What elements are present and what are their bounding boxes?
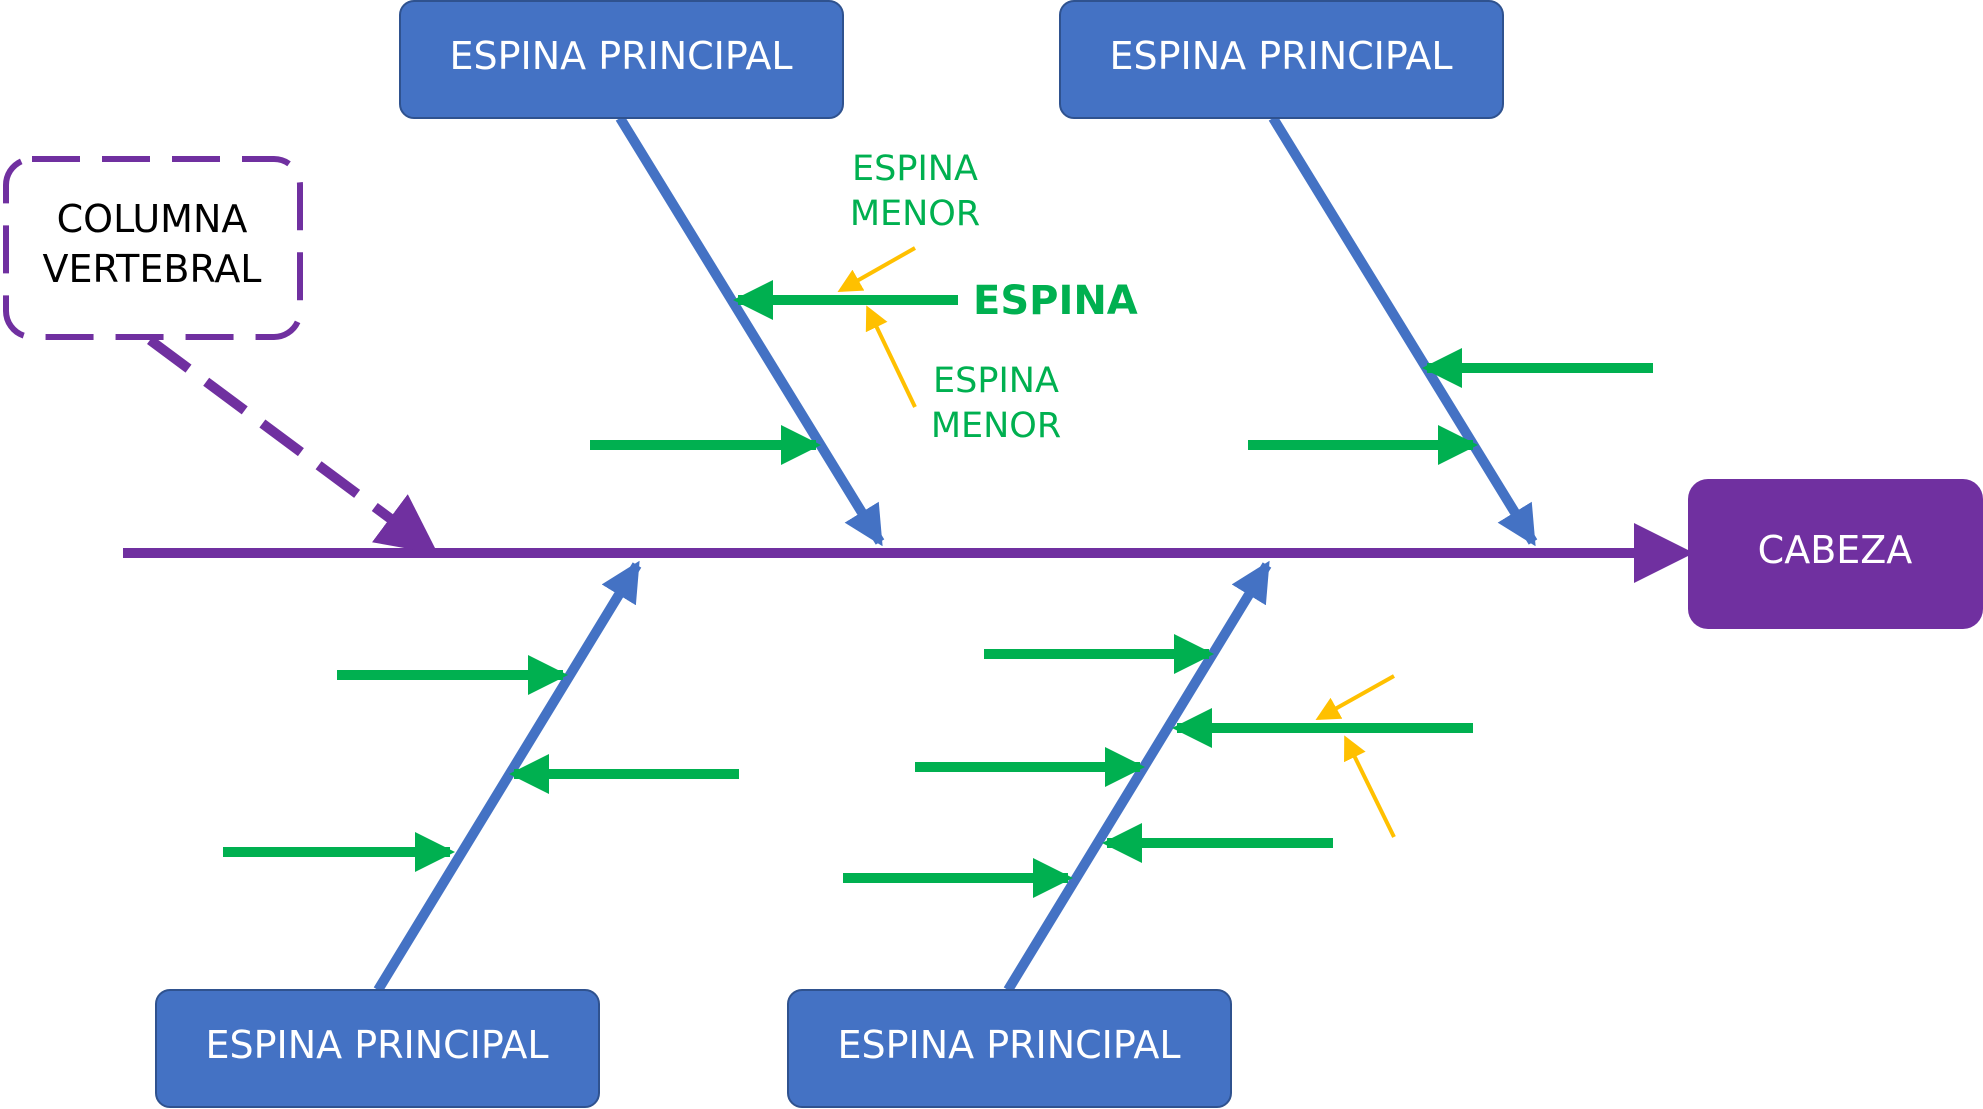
main-bone-arrow-top-right <box>1268 115 1538 547</box>
main-bone-label: ESPINA PRINCIPAL <box>449 34 792 78</box>
main-bone-arrow-top-left <box>615 115 885 547</box>
main-bone-label: ESPINA PRINCIPAL <box>205 1023 548 1067</box>
minor-label-bottom-line1: ESPINA <box>933 361 1059 401</box>
minor-bone-arrow <box>1315 674 1395 720</box>
minor-label-top-line1: ESPINA <box>852 149 978 189</box>
minor-label-bottom-line2: MENOR <box>931 406 1061 446</box>
main-bone-box-bottom-left: ESPINA PRINCIPAL <box>155 989 600 1108</box>
head-label: CABEZA <box>1758 528 1913 572</box>
main-bone-label: ESPINA PRINCIPAL <box>1109 34 1452 78</box>
minor-label-top-line2: MENOR <box>850 194 980 234</box>
minor-bone-arrow <box>865 305 917 408</box>
callout-line2: VERTEBRAL <box>43 247 262 291</box>
minor-bone-arrow <box>1344 735 1396 838</box>
main-bone-arrow-bottom-right <box>1003 560 1272 993</box>
main-bone-arrow-bottom-left <box>373 560 642 993</box>
main-bone-box-top-left: ESPINA PRINCIPAL <box>399 0 844 119</box>
main-bone-label: ESPINA PRINCIPAL <box>837 1023 1180 1067</box>
minor-bone-arrow <box>837 246 916 292</box>
main-bone-box-top-right: ESPINA PRINCIPAL <box>1059 0 1504 119</box>
head-box: CABEZA <box>1688 479 1983 629</box>
callout-dashed-pointer <box>147 335 439 554</box>
spine-callout: COLUMNA VERTEBRAL <box>3 156 439 554</box>
bone-label: ESPINA <box>973 278 1138 324</box>
callout-line1: COLUMNA <box>57 197 248 241</box>
main-bone-box-bottom-right: ESPINA PRINCIPAL <box>787 989 1232 1108</box>
